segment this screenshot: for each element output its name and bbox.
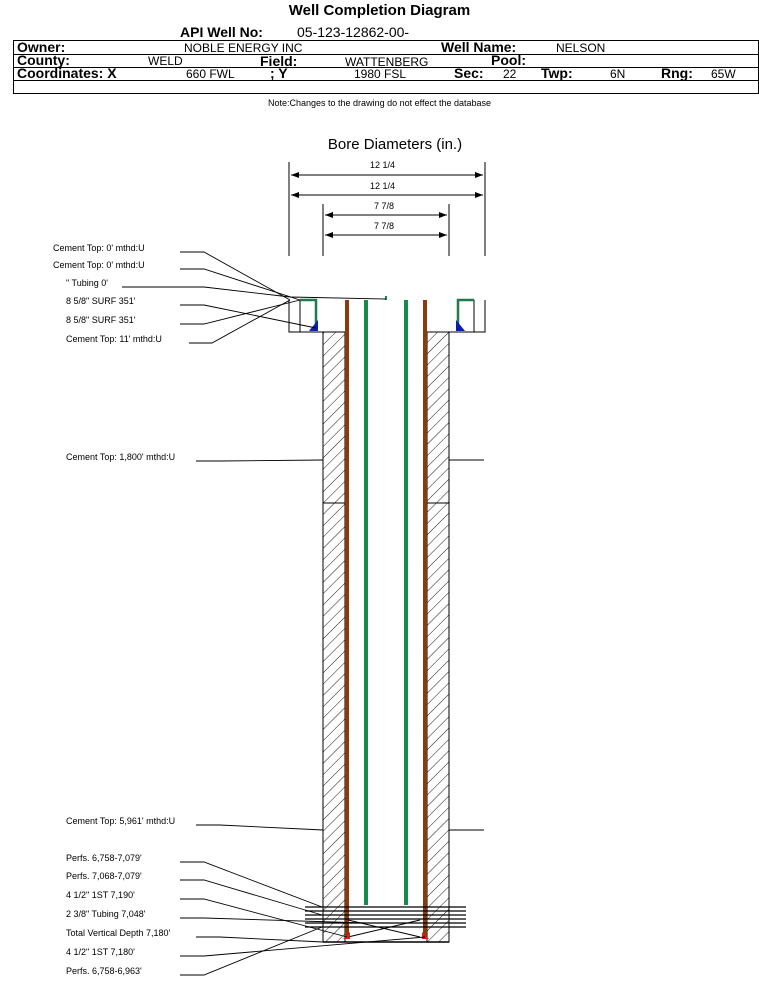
surface-hole [288, 300, 486, 333]
owner-label: Owner: [17, 39, 66, 55]
section-label: Sec: [454, 65, 484, 81]
well-name-value: NELSON [556, 41, 606, 55]
diagram-title: Well Completion Diagram [288, 2, 471, 19]
callout-production-casing-a: 4 1/2" 1ST 7,190' [66, 890, 135, 900]
callout-surface-casing-a: 8 5/8" SURF 351' [66, 296, 136, 306]
cement-top-ticks [449, 459, 484, 831]
y-coordinate-value: 1980 FSL [354, 67, 407, 81]
callout-total-vertical-depth: Total Vertical Depth 7,180' [66, 928, 171, 938]
county-value: WELD [148, 54, 183, 68]
api-well-value: 05-123-12862-00- [297, 24, 410, 40]
callout-cement-top-11: Cement Top: 11' mthd:U [66, 334, 162, 344]
x-coordinate-value: 660 FWL [186, 67, 235, 81]
range-label: Rng: [661, 65, 693, 81]
bore-dim-label: 12 1/4 [370, 160, 396, 170]
bore-dimension-lines [288, 162, 486, 256]
owner-value: NOBLE ENERGY INC [184, 41, 303, 55]
field-label: Field: [260, 53, 298, 69]
section-value: 22 [503, 67, 517, 81]
production-hole [322, 331, 450, 943]
well-info-table: Owner: NOBLE ENERGY INC Well Name: NELSO… [13, 39, 759, 94]
callout-perfs-6758-6963: Perfs. 6,758-6,963' [66, 966, 142, 976]
bore-dim-label: 12 1/4 [370, 181, 396, 191]
callout-perfs-7068-7079: Perfs. 7,068-7,079' [66, 871, 142, 881]
well-name-label: Well Name: [441, 39, 517, 55]
callout-cement-top-0-b: Cement Top: 0' mthd:U [53, 260, 145, 270]
perforation-interval [305, 906, 466, 928]
township-label: Twp: [541, 65, 573, 81]
range-value: 65W [711, 67, 736, 81]
y-coordinate-label: ; Y [270, 65, 288, 81]
tubing-string [364, 296, 408, 905]
callout-tubing-0: " Tubing 0' [66, 278, 108, 288]
api-well-label: API Well No: [180, 24, 263, 40]
callout-tubing-7048: 2 3/8" Tubing 7,048' [66, 909, 146, 919]
bore-diameters-title: Bore Diameters (in.) [327, 136, 463, 153]
bore-dim-label: 7 7/8 [374, 221, 395, 231]
pool-label: Pool: [491, 52, 526, 68]
callout-leader-lines [122, 251, 426, 976]
coordinates-label: Coordinates: X [17, 65, 117, 81]
callout-cement-top-5961: Cement Top: 5,961' mthd:U [66, 816, 176, 826]
field-value: WATTENBERG [345, 55, 429, 69]
township-value: 6N [610, 67, 626, 81]
production-casing [345, 300, 427, 937]
surface-casing [300, 298, 474, 331]
coordinates-row: Coordinates: X 660 FWL ; Y 1980 FSL Sec:… [14, 65, 758, 81]
county-label: County: [17, 52, 70, 68]
county-row: County: WELD Field: WATTENBERG Pool: [14, 52, 758, 69]
callout-production-casing-b: 4 1/2" 1ST 7,180' [66, 947, 135, 957]
callout-surface-casing-b: 8 5/8" SURF 351' [66, 315, 136, 325]
callout-cement-top-1800: Cement Top: 1,800' mthd:U [66, 452, 176, 462]
callout-cement-top-0-a: Cement Top: 0' mthd:U [53, 243, 145, 253]
owner-row: Owner: NOBLE ENERGY INC Well Name: NELSO… [14, 39, 758, 55]
bore-dim-label: 7 7/8 [374, 201, 395, 211]
callout-perfs-6758-7079: Perfs. 6,758-7,079' [66, 853, 142, 863]
database-note: Note:Changes to the drawing do not effec… [268, 98, 491, 108]
